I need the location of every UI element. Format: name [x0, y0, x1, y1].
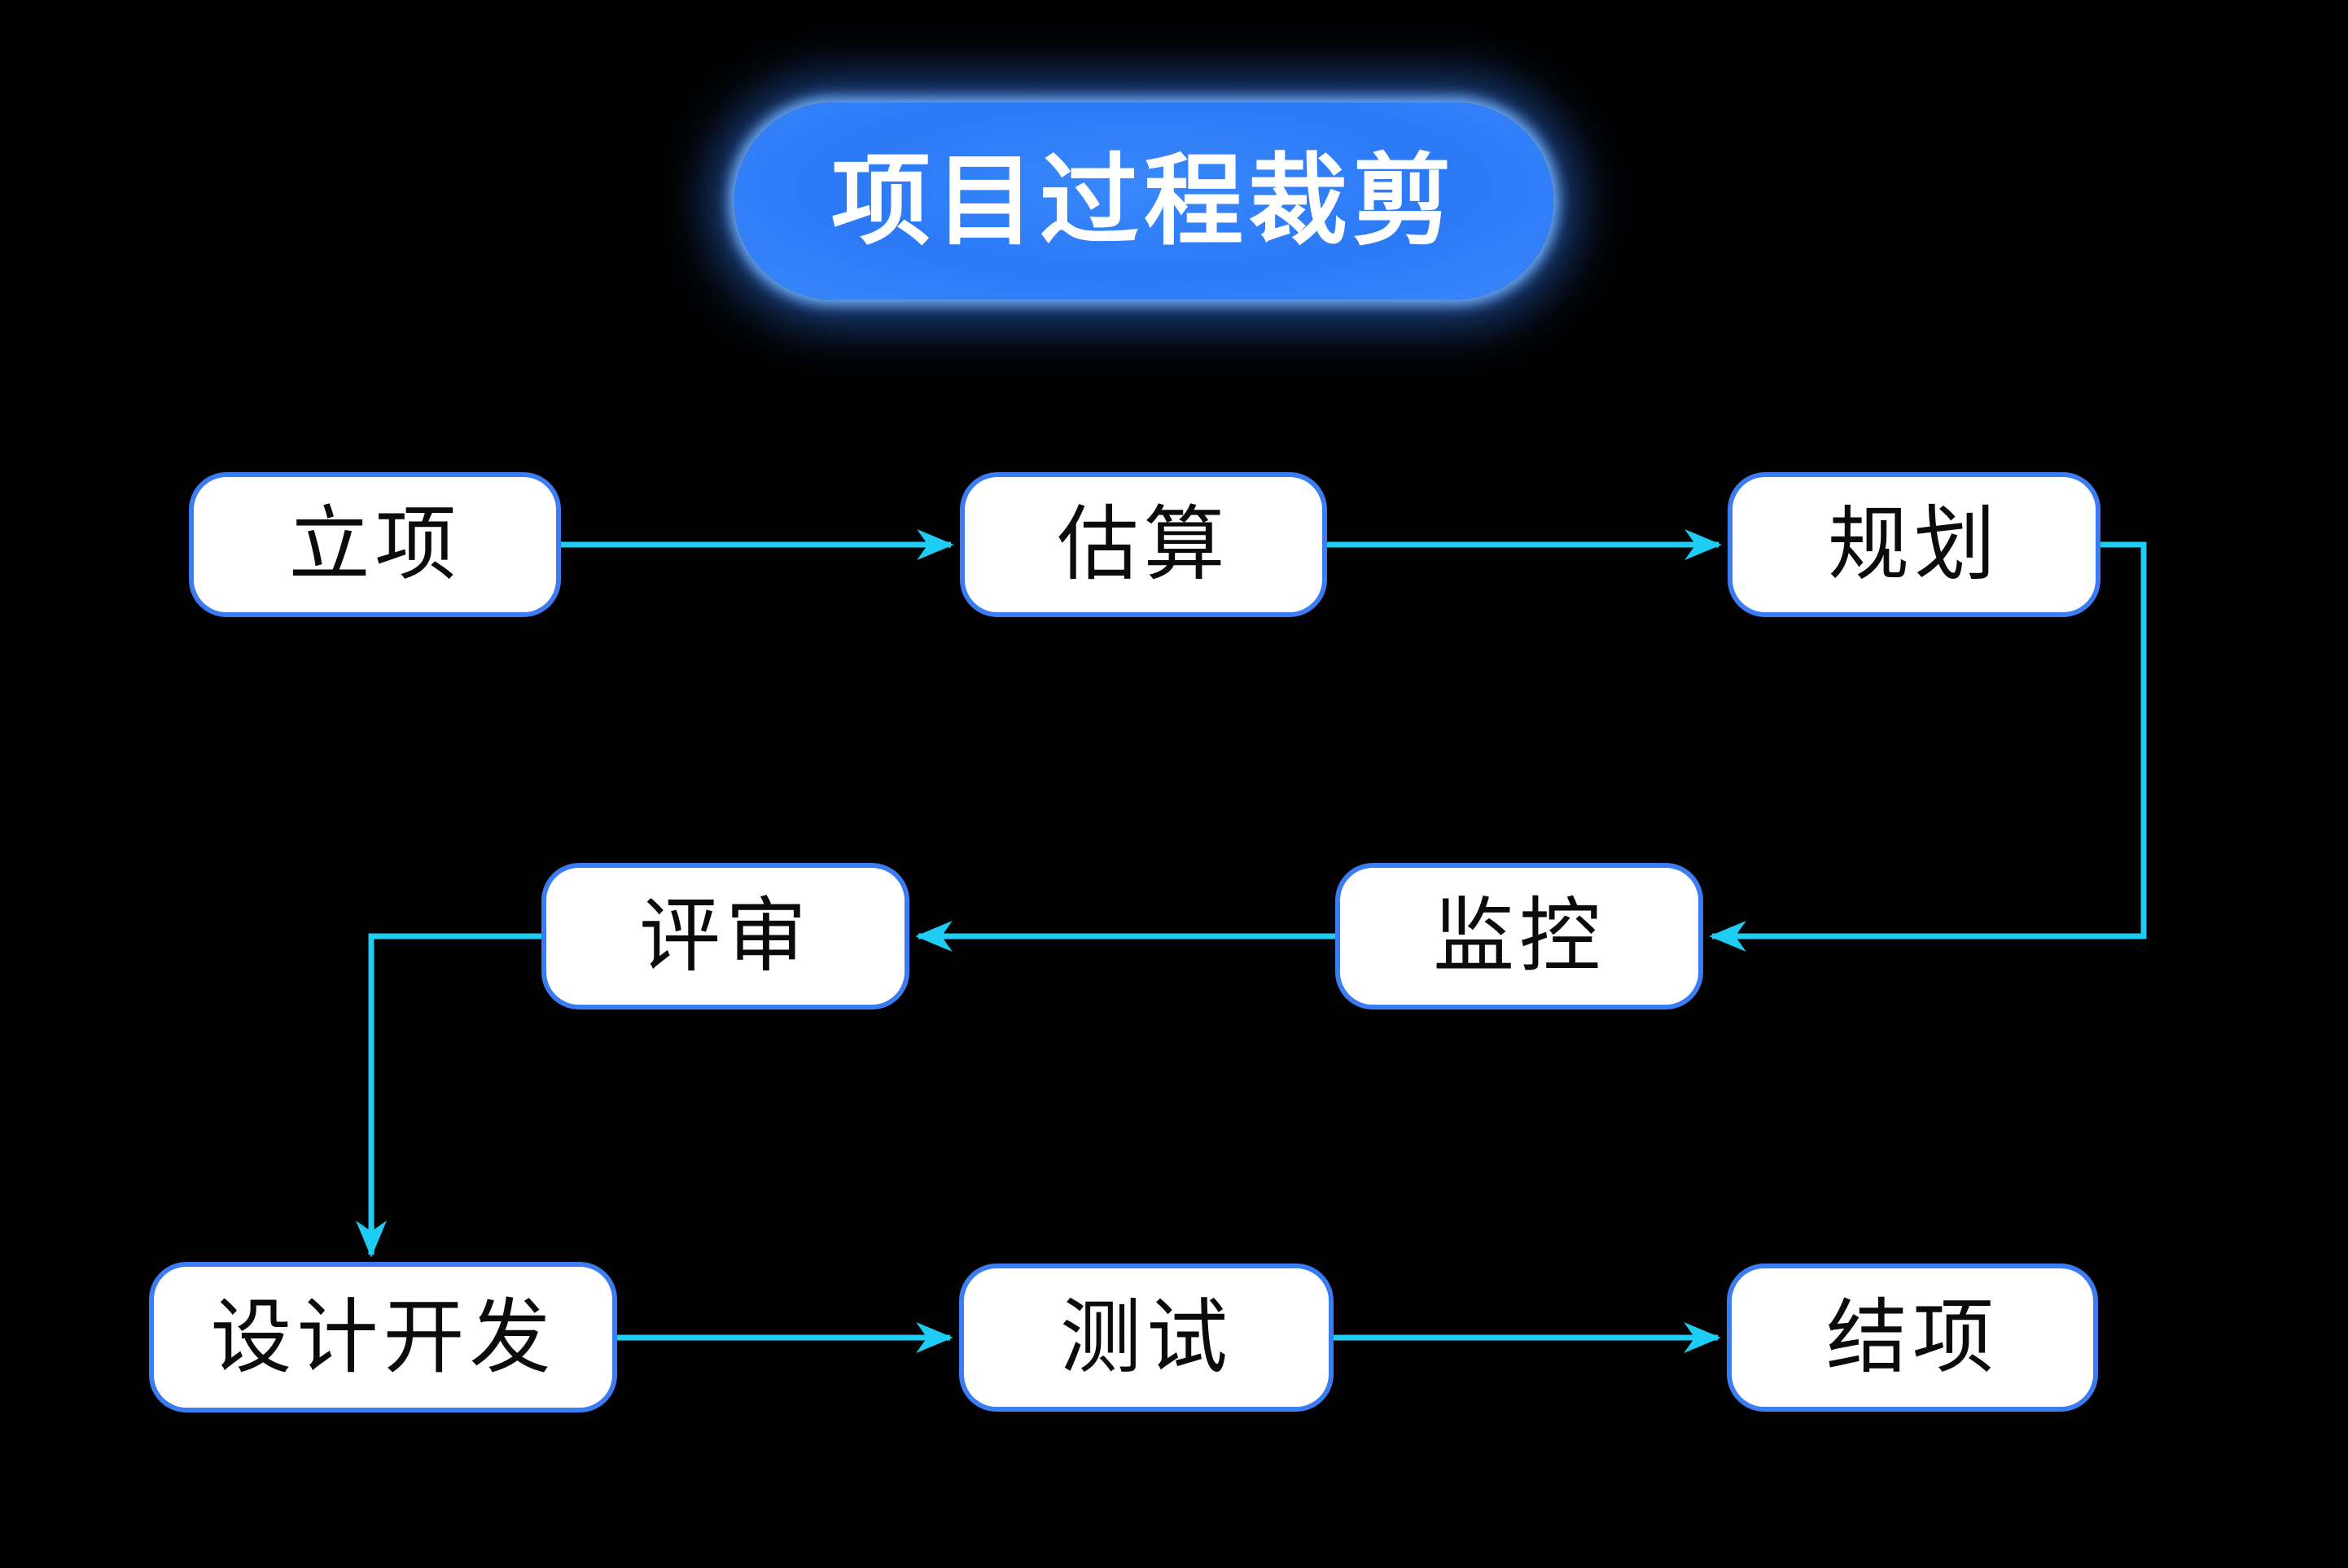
- node-closure-label: 结项: [1826, 1292, 1999, 1383]
- node-monitoring-label: 监控: [1433, 891, 1605, 982]
- node-estimation: 估算: [960, 472, 1327, 617]
- node-testing-label: 测试: [1060, 1292, 1233, 1383]
- node-planning-label: 规划: [1828, 499, 2000, 590]
- node-testing: 测试: [959, 1264, 1334, 1412]
- node-initiation-label: 立项: [288, 499, 462, 590]
- node-review: 评审: [541, 863, 909, 1010]
- node-closure: 结项: [1727, 1264, 2098, 1412]
- node-initiation: 立项: [189, 472, 561, 617]
- node-design-label: 设计开发: [210, 1291, 556, 1383]
- diagram-title: 项目过程裁剪: [831, 146, 1457, 256]
- node-planning: 规划: [1728, 472, 2100, 617]
- edge-review-design: [356, 933, 541, 1258]
- node-estimation-label: 估算: [1057, 499, 1230, 590]
- node-design: 设计开发: [149, 1262, 617, 1413]
- node-monitoring: 监控: [1335, 863, 1703, 1010]
- title-pill: 项目过程裁剪: [734, 103, 1553, 300]
- node-review-label: 评审: [639, 891, 812, 982]
- edge-planning-monitoring: [1709, 541, 2147, 952]
